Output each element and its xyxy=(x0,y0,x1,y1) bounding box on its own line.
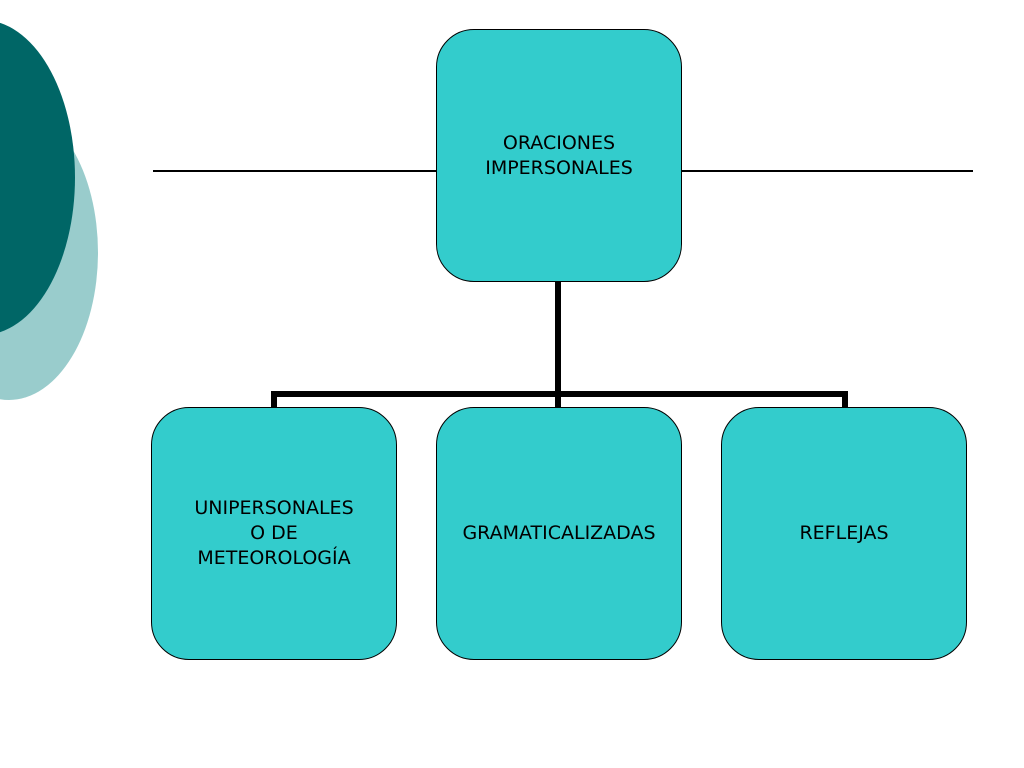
node-gramaticalizadas: GRAMATICALIZADAS xyxy=(436,407,682,660)
connector-root-trunk xyxy=(555,282,561,394)
node-oraciones-impersonales: ORACIONES IMPERSONALES xyxy=(436,29,682,282)
title-rule-left xyxy=(153,170,438,172)
node-label: ORACIONES IMPERSONALES xyxy=(485,131,633,179)
node-label: UNIPERSONALES O DE METEOROLOGÍA xyxy=(194,497,354,569)
connector-drop-gramaticalizadas xyxy=(555,391,561,408)
connector-drop-reflejas xyxy=(842,391,848,408)
node-label: GRAMATICALIZADAS xyxy=(462,522,656,544)
title-rule-right xyxy=(682,170,973,172)
connector-drop-unipersonales xyxy=(271,391,277,408)
node-reflejas: REFLEJAS xyxy=(721,407,967,660)
node-label: REFLEJAS xyxy=(799,522,889,544)
node-unipersonales: UNIPERSONALES O DE METEOROLOGÍA xyxy=(151,407,397,660)
